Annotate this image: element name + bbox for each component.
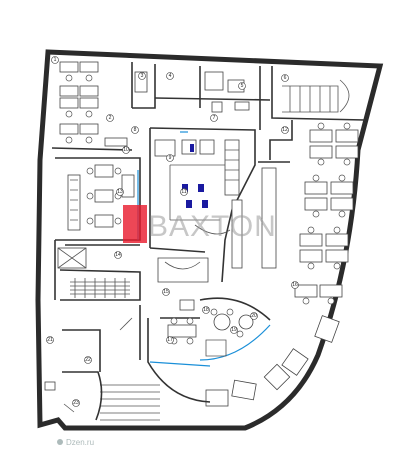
room-label: 1 bbox=[51, 56, 59, 64]
svg-text:15: 15 bbox=[163, 289, 169, 295]
inner-walls bbox=[51, 62, 366, 360]
room-label: 15 bbox=[162, 288, 170, 296]
svg-text:23: 23 bbox=[73, 400, 79, 406]
room-label: 5 bbox=[238, 82, 246, 90]
outer-walls bbox=[35, 49, 384, 431]
watermark-text: BAXTON bbox=[148, 210, 277, 243]
room-label: 14 bbox=[114, 251, 122, 259]
top-middle-rooms bbox=[204, 71, 250, 113]
room-label: 23 bbox=[72, 399, 80, 407]
svg-text:7: 7 bbox=[213, 115, 216, 121]
room-label: 16 bbox=[291, 281, 299, 289]
svg-text:16: 16 bbox=[292, 282, 298, 288]
svg-text:6: 6 bbox=[284, 75, 287, 81]
svg-text:12: 12 bbox=[282, 127, 288, 133]
room-label: 7 bbox=[210, 114, 218, 122]
svg-text:14: 14 bbox=[115, 252, 121, 258]
room-label: 20 bbox=[250, 312, 258, 320]
svg-text:19: 19 bbox=[231, 327, 237, 333]
credit: Dzen.ru bbox=[57, 438, 94, 447]
room-label: 13 bbox=[116, 188, 124, 196]
room-label: 18 bbox=[202, 306, 210, 314]
open-space-desks bbox=[205, 122, 359, 407]
room-label: 21 bbox=[46, 336, 54, 344]
room-label: 2 bbox=[106, 114, 114, 122]
watermark: BAXTON bbox=[123, 205, 277, 243]
svg-text:17: 17 bbox=[167, 337, 173, 343]
room-label: 17 bbox=[166, 336, 174, 344]
svg-text:9: 9 bbox=[169, 155, 172, 161]
svg-text:1: 1 bbox=[54, 57, 57, 63]
svg-text:13: 13 bbox=[117, 189, 123, 195]
svg-text:3: 3 bbox=[141, 73, 144, 79]
credit-text: Dzen.ru bbox=[66, 438, 94, 447]
room-label: 22 bbox=[84, 356, 92, 364]
room-label: 4 bbox=[166, 72, 174, 80]
lobby bbox=[44, 317, 133, 421]
office-desks-top-left bbox=[59, 61, 148, 147]
room-label: 10 bbox=[122, 146, 130, 154]
stairs bbox=[57, 79, 350, 421]
svg-text:10: 10 bbox=[123, 147, 129, 153]
pin-logo-icon bbox=[57, 439, 63, 445]
svg-text:4: 4 bbox=[169, 73, 172, 79]
svg-text:8: 8 bbox=[134, 127, 137, 133]
room-labels: 1 2 3 4 5 6 7 8 9 10 11 12 13 14 15 16 1… bbox=[46, 56, 299, 407]
svg-text:2: 2 bbox=[109, 115, 112, 121]
svg-text:5: 5 bbox=[241, 83, 244, 89]
room-label: 6 bbox=[281, 74, 289, 82]
svg-text:21: 21 bbox=[47, 337, 53, 343]
reception bbox=[157, 167, 277, 283]
svg-text:11: 11 bbox=[181, 189, 186, 195]
svg-text:22: 22 bbox=[85, 357, 91, 363]
svg-text:18: 18 bbox=[203, 307, 209, 313]
room-label: 9 bbox=[166, 154, 174, 162]
room-label: 3 bbox=[138, 72, 146, 80]
room-label: 11 bbox=[180, 188, 188, 196]
wc-block bbox=[154, 139, 240, 235]
watermark-logo-icon bbox=[123, 205, 147, 243]
room-label: 8 bbox=[131, 126, 139, 134]
room-label: 19 bbox=[230, 326, 238, 334]
kitchen-lounge bbox=[67, 164, 135, 231]
svg-text:20: 20 bbox=[251, 313, 257, 319]
room-label: 12 bbox=[281, 126, 289, 134]
